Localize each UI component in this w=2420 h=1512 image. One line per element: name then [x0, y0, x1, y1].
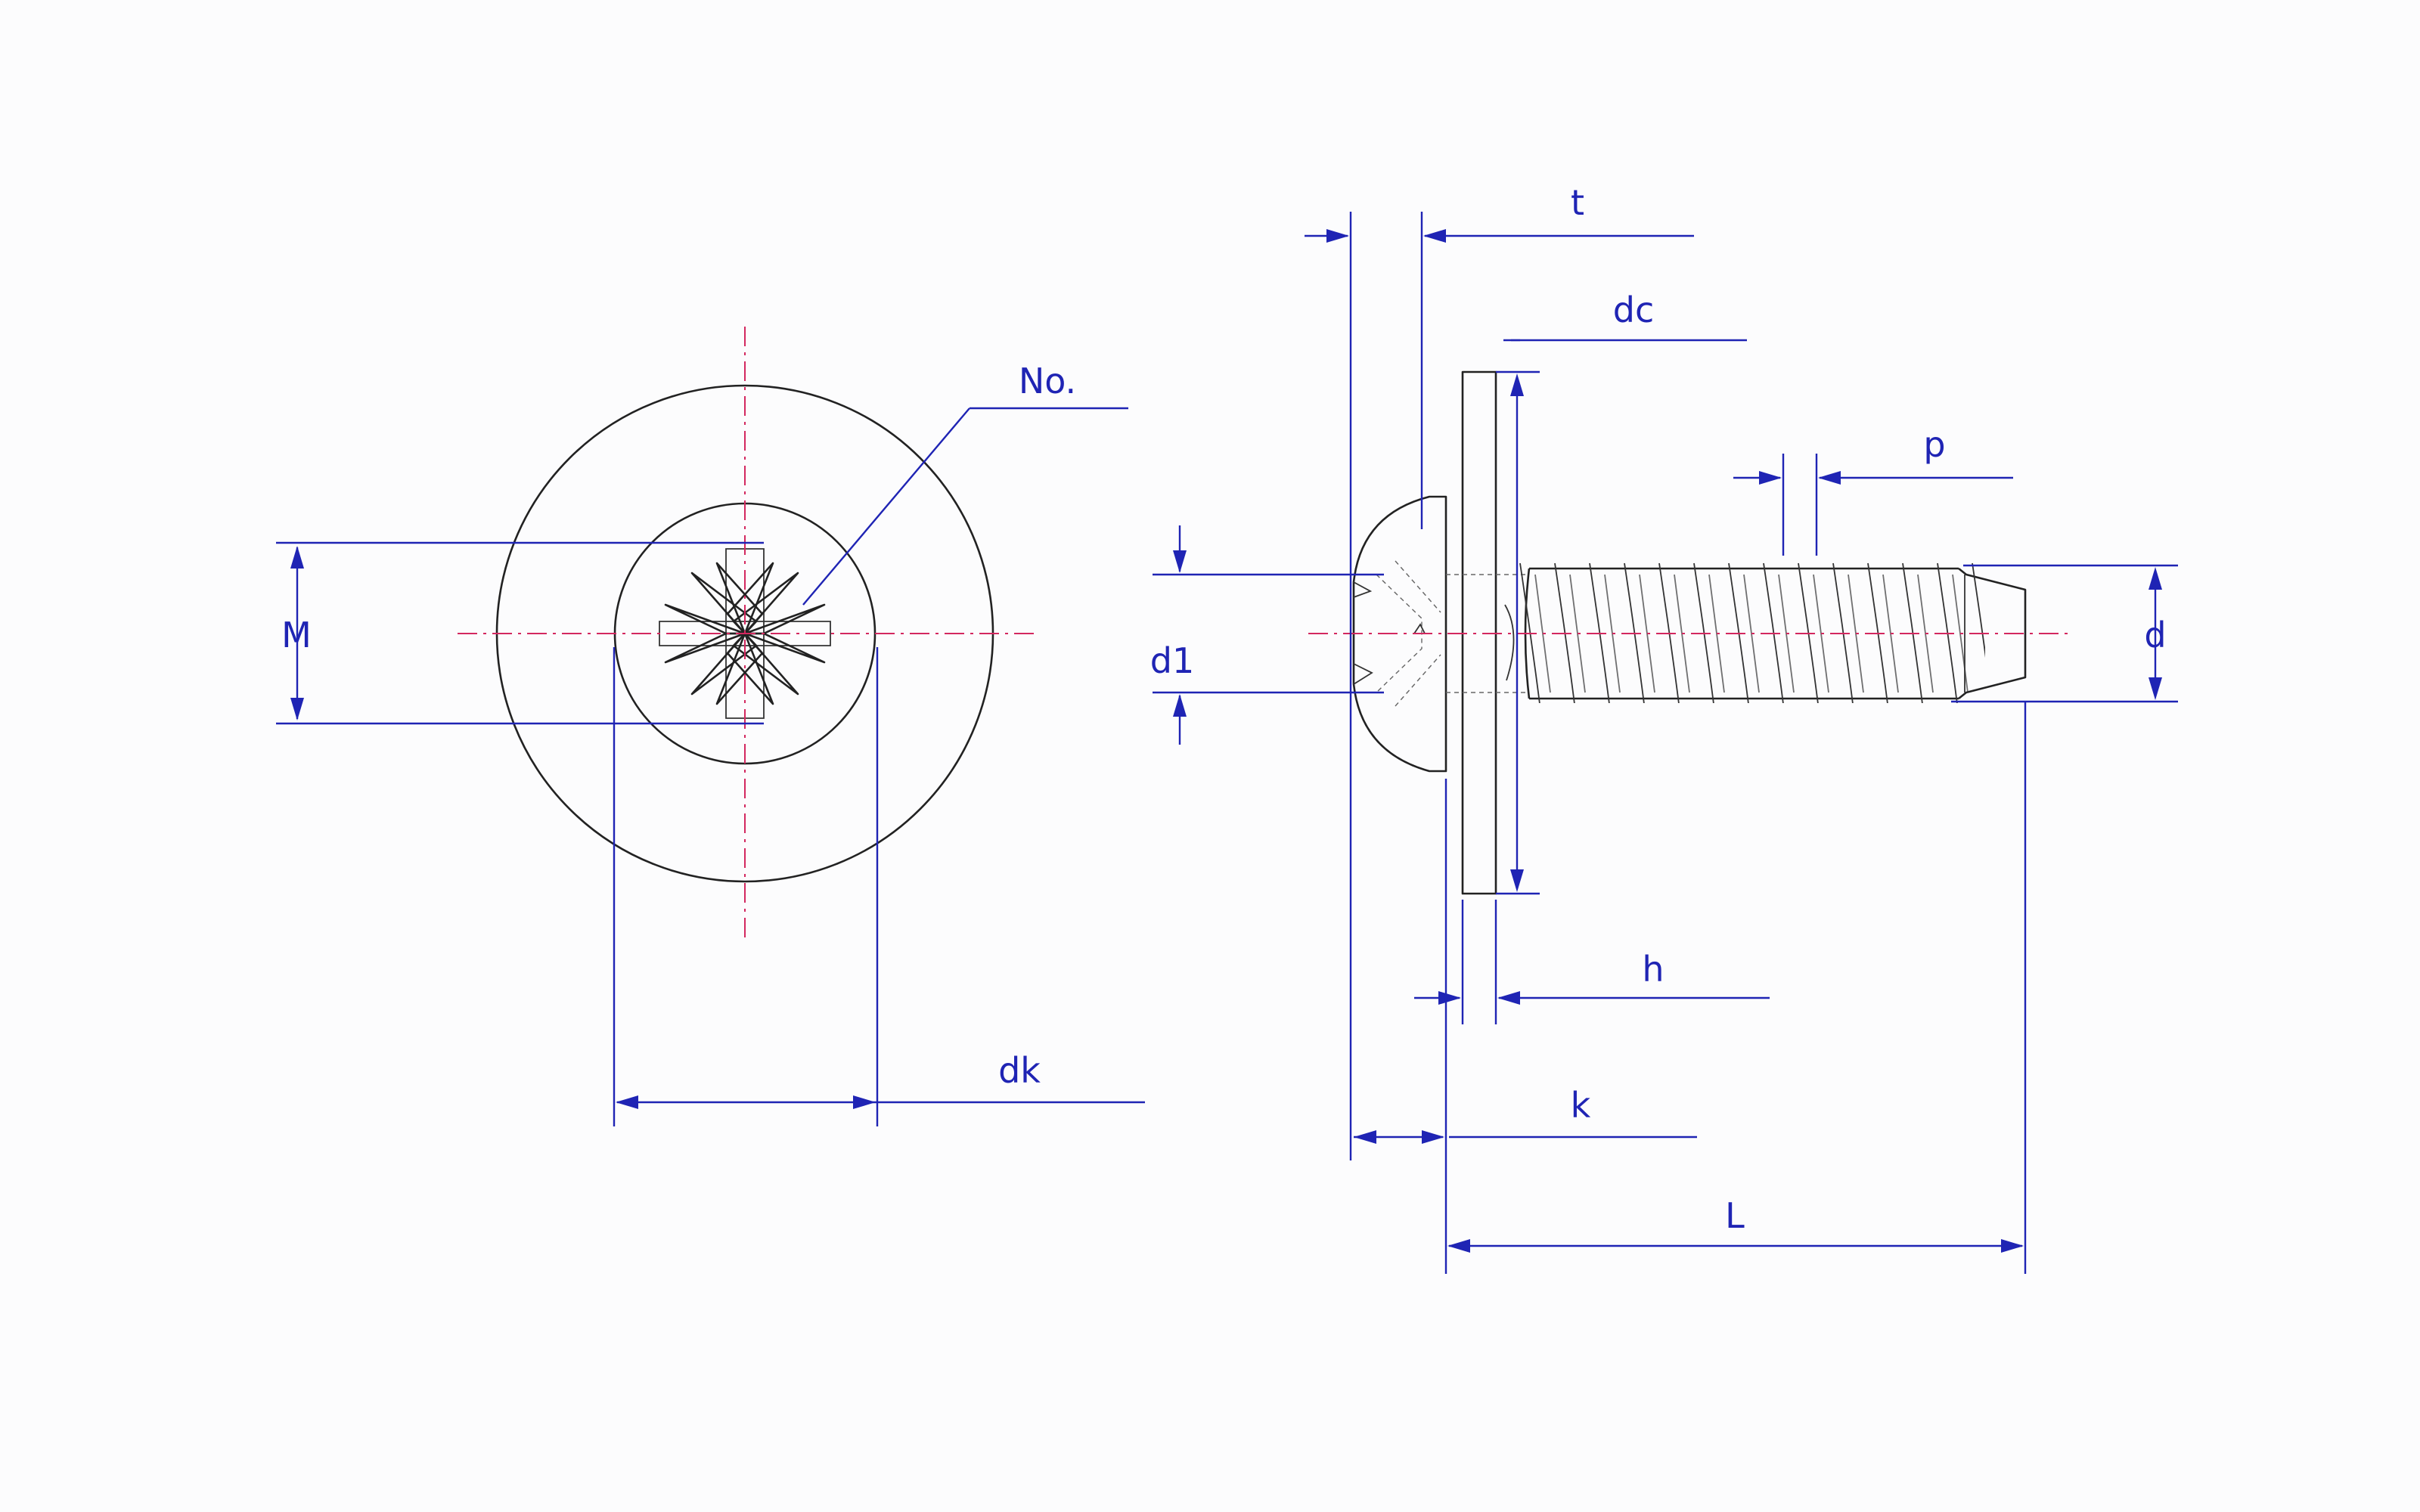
- dimension-arrowhead: [853, 1095, 876, 1109]
- dimension-arrowhead: [1422, 1130, 1444, 1144]
- dimension-arrowhead: [1438, 991, 1461, 1005]
- dimension-arrowhead: [290, 546, 304, 569]
- label-M: M: [281, 615, 312, 655]
- dimension-arrowhead: [2149, 567, 2162, 590]
- dimension-arrowhead: [1510, 373, 1524, 396]
- dimension-arrowhead: [1423, 229, 1446, 243]
- label-k: k: [1571, 1085, 1591, 1126]
- dimension-arrowhead: [2149, 677, 2162, 700]
- dimension-arrowhead: [1447, 1239, 1470, 1253]
- label-t: t: [1571, 182, 1584, 223]
- dimension-lines: [276, 212, 2178, 1274]
- label-no: No.: [1019, 361, 1076, 401]
- dimension-arrowhead: [2001, 1239, 2024, 1253]
- label-h: h: [1642, 949, 1664, 990]
- dimension-labels: No. M dk t dc p d d1 h k L: [281, 182, 2166, 1236]
- dimension-arrowhead: [1510, 869, 1524, 892]
- dimension-arrowhead: [1173, 694, 1187, 717]
- dimension-arrowhead: [1173, 550, 1187, 573]
- label-p: p: [1923, 424, 1945, 465]
- dimension-arrowhead: [616, 1095, 638, 1109]
- label-L: L: [1725, 1195, 1745, 1236]
- label-d: d: [2144, 615, 2166, 655]
- dimension-arrowhead: [290, 698, 304, 720]
- dimension-arrowhead: [1326, 229, 1349, 243]
- front-view: [458, 327, 1036, 941]
- dimension-arrowhead: [1354, 1130, 1376, 1144]
- label-dk: dk: [998, 1050, 1041, 1091]
- label-d1: d1: [1150, 640, 1194, 681]
- label-dc: dc: [1613, 290, 1655, 330]
- dimension-arrowhead: [1497, 991, 1520, 1005]
- side-view: [1308, 370, 2072, 895]
- dimension-arrowhead: [1759, 471, 1782, 485]
- leader-line-no: [802, 407, 970, 606]
- dimension-arrowhead: [1818, 471, 1841, 485]
